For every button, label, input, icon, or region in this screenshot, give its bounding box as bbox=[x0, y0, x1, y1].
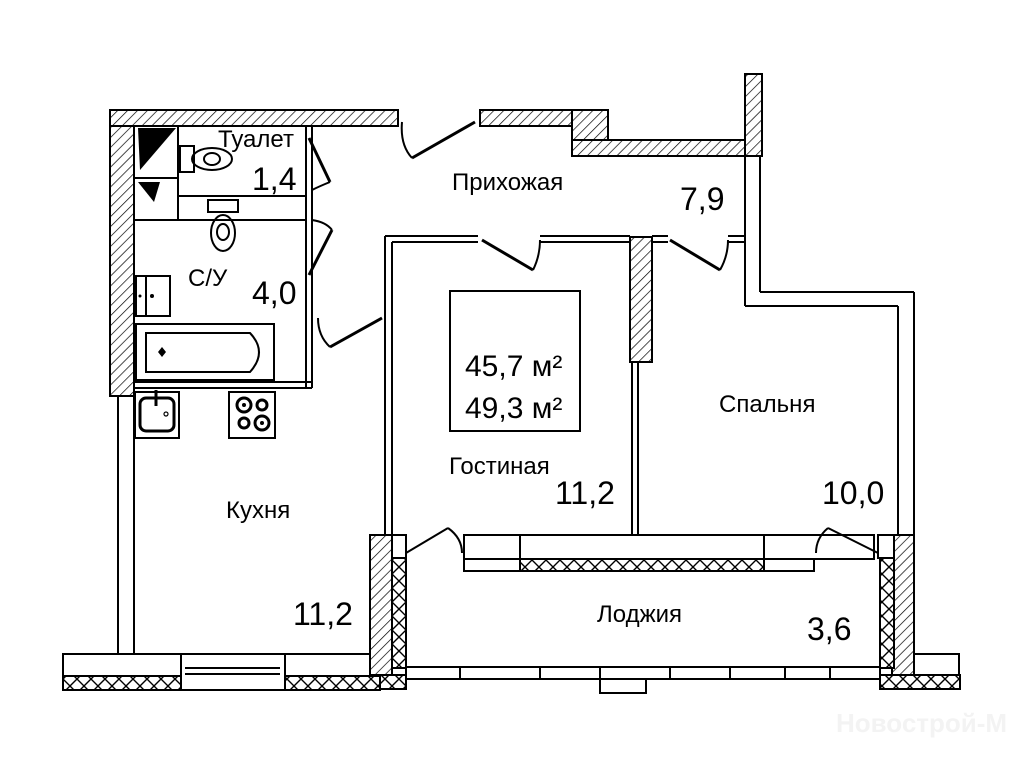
living-room-door[interactable] bbox=[481, 238, 534, 272]
total-area-box bbox=[449, 290, 581, 432]
kitchen-area: 11,2 bbox=[293, 596, 353, 632]
living-name: Гостиная bbox=[449, 453, 550, 480]
loggia-structure bbox=[379, 534, 961, 694]
living-area: 11,2 bbox=[555, 475, 615, 511]
vent-shaft-icon bbox=[138, 128, 176, 170]
washbasin-icon bbox=[135, 275, 171, 317]
bathtub-icon bbox=[135, 323, 275, 381]
kitchen-sink-icon bbox=[134, 390, 180, 439]
bedroom-door[interactable] bbox=[669, 238, 721, 272]
hallway-name: Прихожая bbox=[452, 169, 563, 196]
bathroom-toilet-icon bbox=[207, 199, 239, 252]
toilet-door[interactable] bbox=[307, 137, 332, 183]
loggia-area: 3,6 bbox=[807, 611, 851, 647]
top-wall-left bbox=[109, 109, 399, 127]
bathroom-name: С/У bbox=[188, 265, 228, 292]
left-wall bbox=[109, 109, 135, 397]
toilet-fixture-icon bbox=[179, 145, 233, 173]
toilet-area: 1,4 bbox=[252, 161, 296, 197]
bathroom-area: 4,0 bbox=[252, 275, 296, 311]
total-area-living: 45,7 м² bbox=[465, 350, 562, 383]
entrance-door[interactable] bbox=[411, 120, 476, 160]
fixtures bbox=[134, 128, 276, 439]
room-labels: Туалет 1,4 С/У 4,0 Прихожая 7,9 45,7 м² … bbox=[188, 126, 1007, 738]
loggia-left-wall bbox=[369, 534, 393, 676]
exterior-walls bbox=[109, 73, 915, 676]
loggia-name: Лоджия bbox=[597, 601, 682, 628]
hallway-area: 7,9 bbox=[680, 181, 724, 217]
bathroom-door[interactable] bbox=[307, 229, 334, 276]
total-area-full: 49,3 м² bbox=[465, 392, 562, 425]
right-top-wall bbox=[744, 73, 763, 157]
kitchen-name: Кухня bbox=[226, 497, 290, 524]
top-wall-right bbox=[571, 139, 763, 157]
bedroom-area: 10,0 bbox=[822, 475, 884, 511]
vent-shaft-icon-2 bbox=[138, 182, 160, 202]
kitchen-door[interactable] bbox=[329, 316, 383, 349]
stove-icon bbox=[228, 391, 276, 439]
doors bbox=[307, 120, 879, 554]
loggia-door-left[interactable] bbox=[405, 527, 449, 554]
kitchen-exterior-wall bbox=[62, 653, 381, 691]
loggia-right-wall bbox=[891, 534, 915, 676]
toilet-name: Туалет bbox=[218, 126, 294, 153]
watermark: Новострой-М bbox=[836, 708, 1007, 738]
bedroom-partition-wall bbox=[629, 236, 653, 363]
loggia-door-right[interactable] bbox=[827, 527, 879, 554]
bedroom-name: Спальня bbox=[719, 391, 815, 418]
